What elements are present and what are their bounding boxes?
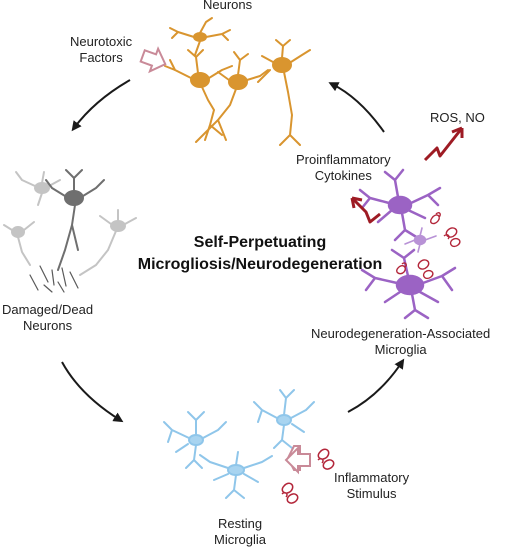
diagram-title-line2: Microgliosis/Neurodegeneration (137, 256, 383, 273)
cycle-arrow-icon (347, 358, 405, 413)
label-neurodegeneration-associated-microglia: Neurodegeneration-Associated Microglia (311, 326, 490, 358)
label-resting-microglia: Resting Microglia (214, 516, 266, 548)
cycle-arrow-icon (71, 79, 131, 132)
resting-microglia-cluster (163, 389, 315, 499)
label-resting-line2: Microglia (214, 532, 267, 547)
label-resting-line1: Resting (217, 516, 263, 531)
cycle-arrow-icon (61, 361, 124, 423)
label-neurons: Neurons (203, 0, 253, 12)
label-proinflammatory-cytokines: Proinflammatory Cytokines (296, 152, 391, 184)
damaged-neurons-cluster (3, 169, 137, 293)
lightning-icon (423, 127, 464, 162)
label-damaged-line2: Neurons (22, 318, 73, 333)
activated-microglia-cluster (358, 168, 457, 320)
label-damaged-line1: Damaged/Dead (2, 302, 94, 317)
label-neurotoxic-line2: Factors (79, 50, 123, 65)
label-inflammatory-line1: Inflammatory (334, 470, 410, 485)
hollow-arrow-icon (284, 445, 311, 475)
lightning-icon (350, 196, 381, 224)
stimulus-particles-upper (395, 212, 461, 280)
label-ros-no: ROS, NO (430, 110, 485, 125)
healthy-neurons-cluster (164, 17, 311, 146)
diagram-title: Self-Perpetuating Microgliosis/Neurodege… (110, 232, 410, 276)
diagram-title-line1: Self-Perpetuating (193, 234, 327, 251)
label-neurotoxic-factors: Neurotoxic Factors (70, 34, 132, 66)
label-neurotoxic-line1: Neurotoxic (70, 34, 133, 49)
label-proinflammatory-line1: Proinflammatory (296, 152, 391, 167)
label-inflammatory-line2: Stimulus (346, 486, 397, 501)
label-damaged-dead-neurons: Damaged/Dead Neurons (2, 302, 93, 334)
label-proinflammatory-line2: Cytokines (314, 168, 372, 183)
label-inflammatory-stimulus: Inflammatory Stimulus (334, 470, 409, 502)
cycle-arrow-icon (328, 82, 385, 133)
hollow-arrow-icon (139, 46, 167, 74)
inflammatory-stimulus-particles (281, 448, 335, 504)
label-dam-line2: Microglia (374, 342, 427, 357)
label-dam-line1: Neurodegeneration-Associated (311, 326, 491, 341)
